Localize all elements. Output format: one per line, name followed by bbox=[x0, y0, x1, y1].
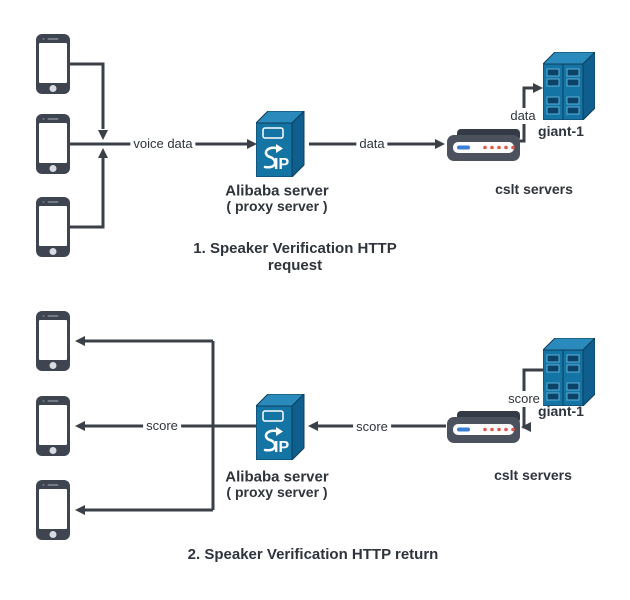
router-icon-bottom bbox=[447, 411, 520, 443]
edge-label-voice-data: voice data bbox=[130, 136, 196, 152]
server-stack-icon-bottom bbox=[543, 338, 595, 406]
phone-home-button bbox=[49, 362, 57, 369]
phone-screen bbox=[39, 489, 67, 529]
sip-proxy-server-icon-bottom: IP bbox=[256, 394, 305, 460]
phone-screen bbox=[39, 405, 67, 445]
phone-icon-top-3 bbox=[36, 197, 70, 257]
phone-home-button bbox=[49, 248, 57, 255]
sip-proxy-server-icon-top: IP bbox=[256, 111, 305, 177]
phone-icon-bottom-3 bbox=[36, 480, 70, 540]
phone-screen bbox=[39, 320, 67, 360]
caption-return: 2. Speaker Verification HTTP return bbox=[187, 546, 439, 563]
edge-label-data-up: data bbox=[507, 108, 539, 124]
caption-request: 1. Speaker Verification HTTP request bbox=[193, 240, 396, 274]
phone-screen bbox=[39, 206, 67, 246]
phone-speaker bbox=[42, 484, 59, 486]
phone-home-button bbox=[49, 531, 57, 538]
proxy-subtitle-top: ( proxy server ) bbox=[226, 198, 328, 214]
phone-speaker bbox=[42, 118, 59, 120]
phone-screen bbox=[39, 43, 67, 83]
edge-label-data-mid: data bbox=[356, 136, 388, 152]
phone-icon-top-1 bbox=[36, 34, 70, 94]
edge-label-score-mid: score bbox=[353, 419, 391, 435]
sip-icon-label: IP bbox=[274, 439, 289, 456]
router-icon-top bbox=[447, 129, 520, 161]
phone-speaker bbox=[42, 400, 59, 402]
phone-icon-bottom-2 bbox=[36, 396, 70, 456]
server-name-top: giant-1 bbox=[538, 123, 584, 139]
phone-icon-bottom-1 bbox=[36, 311, 70, 371]
cluster-label-bottom: cslt servers bbox=[494, 467, 572, 483]
phone-icon-top-2 bbox=[36, 114, 70, 174]
caption-request-line1: 1. Speaker Verification HTTP bbox=[193, 240, 397, 257]
caption-request-line2: request bbox=[267, 257, 323, 274]
server-stack-icon-top bbox=[543, 52, 595, 120]
phone-home-button bbox=[49, 85, 57, 92]
cluster-label-top: cslt servers bbox=[495, 181, 573, 197]
phone-home-button bbox=[49, 447, 57, 454]
proxy-subtitle-bottom: ( proxy server ) bbox=[226, 484, 328, 500]
proxy-title-bottom: Alibaba server bbox=[225, 468, 329, 486]
sip-icon-label: IP bbox=[274, 156, 289, 173]
edge-label-score-to-phones: score bbox=[143, 418, 181, 434]
server-name-bottom: giant-1 bbox=[538, 403, 584, 419]
phone-speaker bbox=[42, 315, 59, 317]
edge-label-score-up: score bbox=[505, 391, 543, 407]
phone-speaker bbox=[42, 38, 59, 40]
phone-home-button bbox=[49, 165, 57, 172]
phone-screen bbox=[39, 123, 67, 163]
proxy-title-top: Alibaba server bbox=[225, 182, 329, 200]
phone-speaker bbox=[42, 201, 59, 203]
